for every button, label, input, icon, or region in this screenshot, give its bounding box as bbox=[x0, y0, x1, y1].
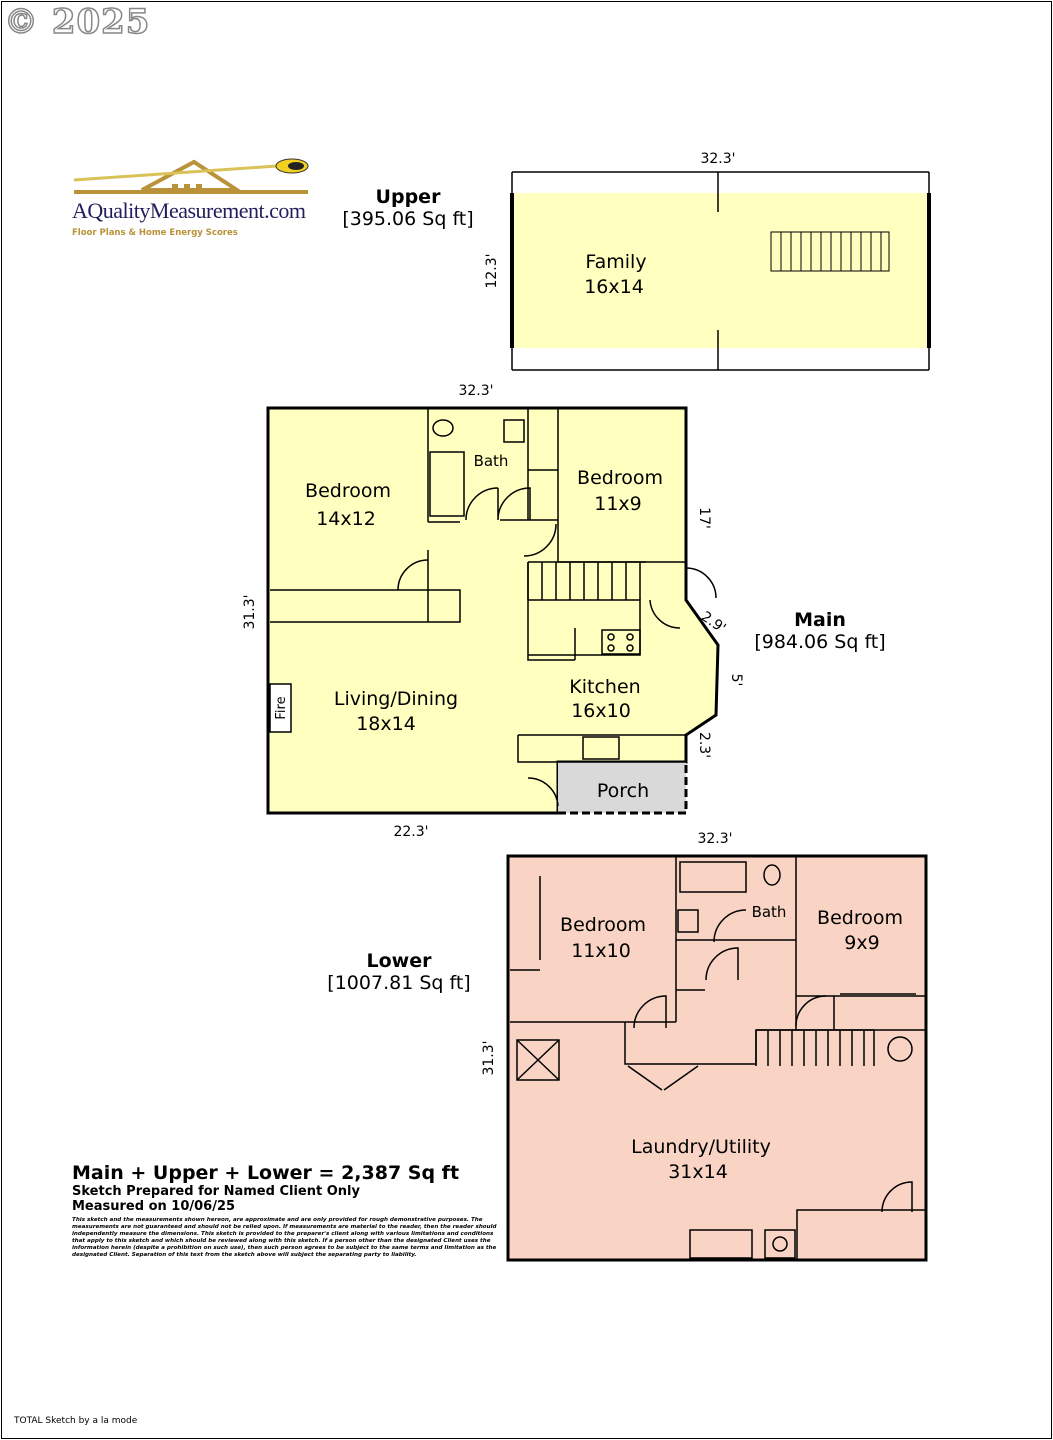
fireplace-label: Fire bbox=[274, 696, 289, 719]
company-logo: AQualityMeasurement.com Floor Plans & Ho… bbox=[72, 158, 312, 250]
measured-date: Measured on 10/06/25 bbox=[72, 1199, 236, 1214]
main-dim-right-4: 2.3' bbox=[696, 732, 712, 758]
upper-floor-plan: 32.3' 12.3' Family 16x14 bbox=[484, 151, 931, 371]
room-size: 16x14 bbox=[584, 276, 644, 298]
room-size: 11x10 bbox=[571, 940, 631, 962]
main-title: Main bbox=[794, 609, 846, 631]
room-size: 31x14 bbox=[668, 1161, 728, 1183]
room-name: Kitchen bbox=[569, 676, 640, 698]
main-dim-right-1: 17' bbox=[696, 507, 712, 529]
room-name: Porch bbox=[597, 780, 649, 802]
room-size: 11x9 bbox=[594, 493, 642, 515]
main-dim-top: 32.3' bbox=[458, 383, 493, 399]
upper-level-label: Upper [395.06 Sq ft] bbox=[330, 186, 486, 230]
lower-dim-left: 31.3' bbox=[481, 1040, 497, 1075]
lower-floor-plan: 32.3' 31.3' Bedroom 11x10 Bath Bedroom 9… bbox=[481, 831, 928, 1262]
stairs-icon bbox=[770, 231, 890, 272]
copyright-watermark: © 2025 bbox=[3, 1, 151, 43]
room-size: 16x10 bbox=[571, 700, 631, 722]
porch-area bbox=[558, 762, 686, 813]
main-area: [984.06 Sq ft] bbox=[754, 631, 886, 653]
lower-area: [1007.81 Sq ft] bbox=[327, 972, 471, 994]
logo-name: AQualityMeasurement.com bbox=[72, 198, 306, 223]
prepared-note: Sketch Prepared for Named Client Only bbox=[72, 1184, 360, 1199]
room-name: Bath bbox=[752, 903, 787, 921]
main-level-label: Main [984.06 Sq ft] bbox=[742, 609, 898, 653]
main-dim-right-3: 5' bbox=[728, 674, 744, 687]
lower-level-label: Lower [1007.81 Sq ft] bbox=[310, 950, 488, 994]
total-area: Main + Upper + Lower = 2,387 Sq ft bbox=[72, 1162, 460, 1184]
room-name: Bedroom bbox=[560, 914, 646, 936]
lower-title: Lower bbox=[366, 950, 432, 972]
room-name: Living/Dining bbox=[334, 688, 458, 710]
room-name: Laundry/Utility bbox=[631, 1136, 771, 1158]
main-dim-bottom: 22.3' bbox=[393, 824, 428, 840]
upper-title: Upper bbox=[375, 186, 441, 208]
footer-credit: TOTAL Sketch by a la mode bbox=[14, 1416, 138, 1426]
room-size: 14x12 bbox=[316, 508, 376, 530]
room-name: Bedroom bbox=[305, 480, 391, 502]
room-size: 9x9 bbox=[844, 932, 879, 954]
disclaimer: This sketch and the measurements shown h… bbox=[72, 1217, 497, 1258]
upper-dim-top: 32.3' bbox=[700, 151, 735, 167]
room-name: Bedroom bbox=[577, 467, 663, 489]
upper-area: [395.06 Sq ft] bbox=[342, 208, 474, 230]
main-dim-left: 31.3' bbox=[242, 594, 258, 629]
main-floor-plan: 32.3' 31.3' 22.3' 17' 2.9' 5' 2.3' Bedro… bbox=[242, 383, 744, 840]
room-name: Bath bbox=[474, 452, 509, 470]
house-tape-icon bbox=[73, 158, 309, 194]
room-size: 18x14 bbox=[356, 713, 416, 735]
upper-dim-left: 12.3' bbox=[484, 253, 500, 288]
room-name: Bedroom bbox=[817, 907, 903, 929]
summary-block: Main + Upper + Lower = 2,387 Sq ft Sketc… bbox=[72, 1162, 502, 1259]
lower-dim-top: 32.3' bbox=[697, 831, 732, 847]
room-name: Family bbox=[585, 251, 646, 273]
logo-tagline: Floor Plans & Home Energy Scores bbox=[72, 228, 238, 238]
